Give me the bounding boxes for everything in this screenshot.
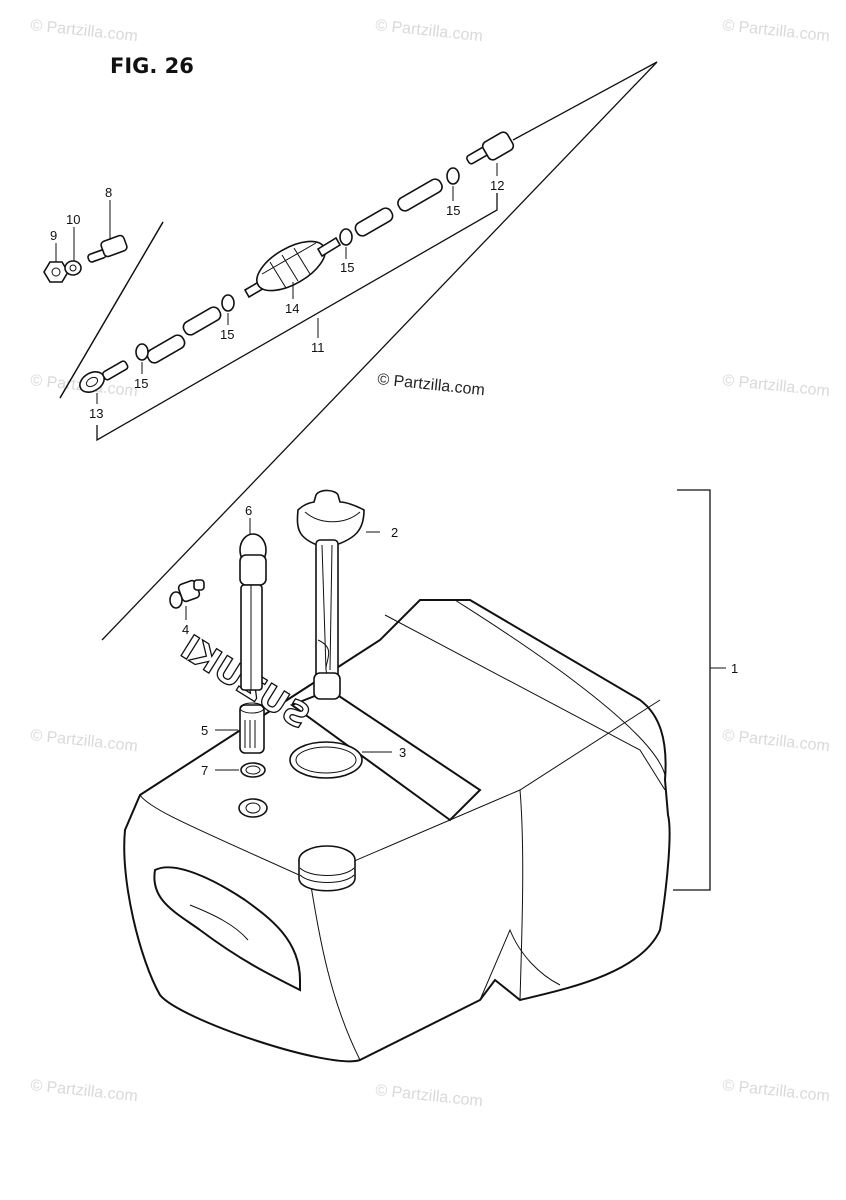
- watermark: © Partzilla.com: [30, 17, 139, 45]
- callout-label: 2: [391, 525, 398, 540]
- fuel-gauge-icon: [296, 489, 365, 700]
- outlet-bung: [238, 798, 268, 818]
- fuel-hose-assembly: [59, 61, 658, 641]
- callout-label: 7: [201, 763, 208, 778]
- watermark: © Partzilla.com: [375, 1082, 484, 1110]
- washer-icon: [64, 260, 82, 276]
- hose-clip-icon: [135, 167, 460, 361]
- pickup-tube-icon: [239, 533, 267, 691]
- tank-handle: [153, 866, 301, 992]
- fitting-set: [43, 234, 128, 283]
- callout-label: 9: [50, 228, 57, 243]
- callout-label: 15: [446, 203, 460, 218]
- callout-label: 1: [731, 661, 738, 676]
- callout-label: 12: [490, 178, 504, 193]
- watermark: © Partzilla.com: [30, 1077, 139, 1105]
- callout-label: 15: [340, 260, 354, 275]
- fuel-tank-icon: SUZUKI: [123, 599, 671, 1063]
- o-ring-icon: [289, 741, 363, 779]
- assembly-bracket-line: [512, 61, 658, 141]
- callout-label: 6: [245, 503, 252, 518]
- watermark: © Partzilla.com: [722, 372, 831, 400]
- connector-icon: [169, 579, 205, 609]
- fuel-hose-icon: [146, 178, 443, 364]
- watermark: © Partzilla.com: [30, 727, 139, 755]
- callout-label: 11: [311, 340, 325, 355]
- callout-label: 13: [89, 406, 103, 421]
- watermark: © Partzilla.com: [375, 17, 484, 45]
- figure-title: FIG. 26: [110, 54, 194, 78]
- watermark: © Partzilla.com: [722, 727, 831, 755]
- o-ring-icon: [240, 762, 266, 778]
- callout-label: 10: [66, 212, 80, 227]
- assembly-bracket-line: [101, 61, 658, 641]
- primer-bulb-icon: [243, 236, 342, 299]
- assembly-bracket-line: [59, 221, 164, 399]
- callout-label: 4: [182, 622, 189, 637]
- assembly-bracket-line: [96, 193, 498, 442]
- connector-icon: [466, 131, 515, 165]
- callout-label: 14: [285, 301, 299, 316]
- nut-icon: [43, 261, 69, 283]
- connector-icon: [87, 234, 128, 263]
- copyright-watermark: © Partzilla.com: [377, 371, 486, 399]
- filler-neck: [298, 845, 356, 892]
- connector-icon: [79, 360, 129, 393]
- callout-label: 3: [399, 745, 406, 760]
- callout-lines-top: [55, 163, 498, 404]
- watermark: © Partzilla.com: [722, 1077, 831, 1105]
- callout-label: 15: [220, 327, 234, 342]
- filter-icon: [239, 702, 265, 754]
- callout-label: 8: [105, 185, 112, 200]
- callout-label: 5: [201, 723, 208, 738]
- watermark: © Partzilla.com: [722, 17, 831, 45]
- callout-lines-lower: [185, 489, 726, 891]
- callout-label: 15: [134, 376, 148, 391]
- callout-labels: 1 2 3 4 5 6 7 8 9 10 11 12 13 14 15 15 1…: [50, 178, 738, 778]
- tank-bracket-line: [673, 489, 711, 891]
